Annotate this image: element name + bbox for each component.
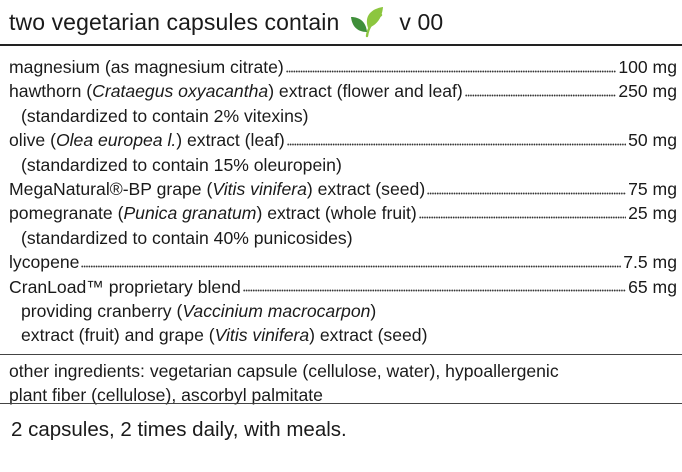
ingredient-text: (standardized to contain 2% vitexins) [21, 105, 309, 126]
vegetarian-leaf-icon [351, 6, 385, 38]
ingredient-text: (standardized to contain 40% punicosides… [21, 227, 353, 248]
serving-suffix: v 00 [399, 8, 444, 35]
ingredient-list: magnesium (as magnesium citrate) 100 mg ha… [0, 55, 682, 408]
ingredient-row: magnesium (as magnesium citrate) 100 mg [9, 55, 677, 79]
dot-leader [464, 93, 617, 98]
dot-leader [286, 142, 627, 147]
other-ingredients-line: other ingredients: vegetarian capsule (c… [9, 360, 559, 381]
dosage-rule [0, 403, 682, 404]
botanical-name: Punica granatum [123, 203, 257, 224]
serving-header: two vegetarian capsules contain v 00 [9, 4, 443, 40]
ingredient-text: MegaNatural®-BP grape ( [9, 179, 213, 200]
ingredient-name: hawthorn (Crataegus oxyacantha) extract … [9, 79, 463, 103]
dot-leader [285, 69, 617, 73]
ingredient-text: ) extract (whole fruit) [256, 203, 417, 224]
ingredient-note: extract (fruit) and grape (Vitis vinifer… [9, 323, 677, 347]
ingredient-note: (standardized to contain 15% oleuropein) [9, 153, 677, 177]
ingredient-text: ) extract (seed) [309, 325, 428, 346]
dot-leader [81, 264, 622, 269]
ingredient-row: lycopene 7.5 mg [9, 250, 677, 274]
ingredient-text: pomegranate ( [9, 203, 124, 224]
dosage-instructions: 2 capsules, 2 times daily, with meals. [11, 418, 347, 441]
ingredient-text: ) extract (leaf) [176, 130, 285, 151]
ingredient-name: CranLoad™ proprietary blend [9, 275, 241, 299]
ingredient-name: MegaNatural®-BP grape (Vitis vinifera) e… [9, 177, 425, 201]
ingredient-note: providing cranberry (Vaccinium macrocarp… [9, 299, 677, 323]
ingredient-amount: 100 mg [618, 57, 677, 77]
ingredient-amount: 75 mg [628, 179, 677, 200]
ingredient-text: hawthorn ( [9, 81, 93, 102]
botanical-name: Vitis vinifera [214, 325, 310, 346]
ingredient-text: ) [370, 301, 377, 322]
ingredient-name: olive (Olea europea l.) extract (leaf) [9, 128, 285, 152]
ingredient-row: olive (Olea europea l.) extract (leaf) 50… [9, 128, 677, 152]
ingredient-amount: 65 mg [628, 276, 677, 297]
dot-leader [418, 215, 627, 220]
ingredient-text: extract (fruit) and grape ( [21, 325, 215, 346]
botanical-name: Vaccinium macrocarpon [182, 301, 371, 322]
ingredient-amount: 250 mg [618, 81, 677, 102]
dot-leader [427, 191, 627, 196]
ingredient-amount: 7.5 mg [623, 252, 677, 273]
other-ingredients: other ingredients: vegetarian capsule (c… [9, 359, 677, 408]
ingredient-row: CranLoad™ proprietary blend 65 mg [9, 275, 677, 299]
ingredient-text: lycopene [9, 252, 80, 273]
section-divider [0, 353, 682, 355]
ingredient-text: olive ( [9, 130, 56, 151]
ingredient-amount: 25 mg [628, 203, 677, 224]
ingredient-text: providing cranberry ( [21, 301, 183, 322]
other-ingredients-line: plant fiber (cellulose), ascorbyl palmit… [9, 385, 323, 406]
ingredient-text: (standardized to contain 15% oleuropein) [21, 154, 342, 175]
botanical-name: Olea europea l. [55, 130, 177, 151]
ingredient-row: MegaNatural®-BP grape (Vitis vinifera) e… [9, 177, 677, 201]
ingredient-row: pomegranate (Punica granatum) extract (w… [9, 201, 677, 225]
botanical-name: Vitis vinifera [212, 179, 307, 200]
ingredient-note: (standardized to contain 2% vitexins) [9, 104, 677, 128]
dot-leader [242, 288, 627, 293]
ingredient-name: pomegranate (Punica granatum) extract (w… [9, 201, 417, 225]
botanical-name: Crataegus oxyacantha [92, 81, 269, 102]
ingredient-text: ) extract (seed) [306, 179, 426, 200]
ingredient-row: hawthorn (Crataegus oxyacantha) extract … [9, 79, 677, 103]
ingredient-amount: 50 mg [628, 130, 677, 151]
header-rule [0, 44, 682, 46]
serving-title: two vegetarian capsules contain [9, 8, 340, 35]
ingredient-text: magnesium (as magnesium citrate) [9, 57, 284, 77]
ingredient-note: (standardized to contain 40% punicosides… [9, 226, 677, 250]
ingredient-name: magnesium (as magnesium citrate) [9, 55, 284, 79]
ingredient-text: ) extract (flower and leaf) [268, 81, 463, 102]
ingredient-name: lycopene [9, 250, 79, 274]
ingredient-text: CranLoad™ proprietary blend [9, 276, 241, 297]
